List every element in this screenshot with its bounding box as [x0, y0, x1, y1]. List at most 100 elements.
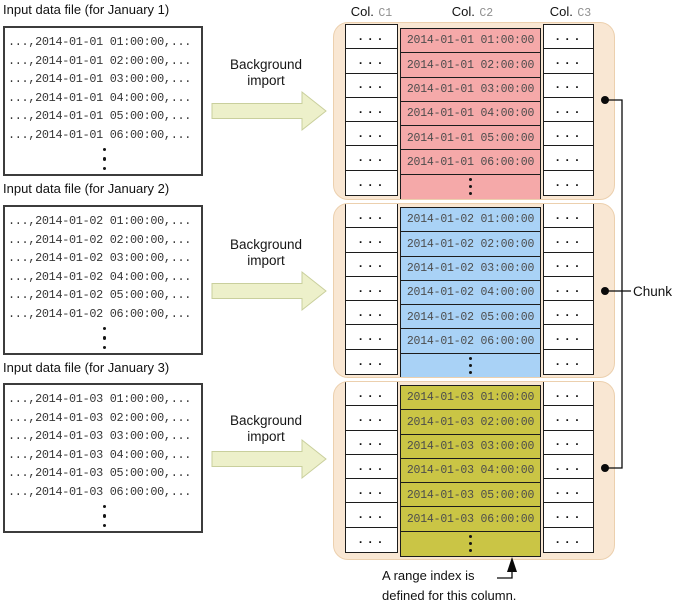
input-file-title-3: Input data file (for January 3): [3, 360, 170, 375]
chunk-january-1: ... 2014-01-01 01:00:00 ... ... 2014-01-…: [333, 22, 615, 200]
table-cell-c1: ...: [345, 453, 398, 480]
table-cell-c3: ...: [543, 429, 594, 456]
input-file-box-2: ...,2014-01-02 01:00:00,... ...,2014-01-…: [3, 205, 203, 355]
table-row-ellipsis: ... ...: [345, 348, 614, 377]
table-row: ... 2014-01-03 04:00:00 ...: [345, 453, 614, 484]
timestamp-value: 2014-01-03 03:00:00: [406, 439, 535, 453]
file-line: ...,2014-01-01 02:00:00,...: [8, 53, 192, 68]
file-line: ...,2014-01-03 05:00:00,...: [8, 466, 192, 481]
table-cell-c1: ...: [345, 169, 398, 196]
column-header-label: Col.: [350, 4, 374, 19]
table-cell-c2: 2014-01-01 03:00:00: [400, 76, 541, 103]
table-cell-c2: 2014-01-03 02:00:00: [400, 409, 541, 436]
timestamp-value: 2014-01-01 01:00:00: [406, 34, 535, 48]
file-line: ...,2014-01-03 04:00:00,...: [8, 447, 192, 462]
table-cell-c3: ...: [543, 72, 594, 99]
table-cell-c1: ...: [345, 478, 398, 504]
timestamp-value: 2014-01-03 04:00:00: [406, 464, 535, 478]
vertical-ellipsis-icon: [469, 178, 472, 196]
timestamp-value: 2014-01-01 03:00:00: [406, 82, 535, 96]
table-cell-c3: ...: [543, 478, 594, 504]
table-row-ellipsis: ... ...: [345, 526, 614, 557]
label-line: Background: [229, 57, 303, 72]
timestamp-value: 2014-01-03 05:00:00: [406, 488, 535, 502]
input-file-title-2: Input data file (for January 2): [3, 181, 170, 196]
table-cell-c2: 2014-01-01 02:00:00: [400, 52, 541, 79]
column-header-c3: Col. C3: [545, 3, 596, 20]
vertical-ellipsis-icon: [469, 357, 472, 375]
table-row: ... 2014-01-03 02:00:00 ...: [345, 405, 614, 436]
file-line: ...,2014-01-03 06:00:00,...: [8, 484, 192, 499]
timestamp-value: 2014-01-02 04:00:00: [406, 286, 535, 300]
vertical-ellipsis-icon: [8, 504, 201, 528]
file-line: ...,2014-01-02 04:00:00,...: [8, 269, 192, 284]
table-row: ... 2014-01-03 01:00:00 ...: [345, 382, 614, 411]
table-row: ... 2014-01-01 02:00:00 ...: [345, 48, 614, 79]
timestamp-value: 2014-01-02 02:00:00: [406, 237, 535, 251]
timestamp-value: 2014-01-02 05:00:00: [406, 310, 535, 324]
table-cell-c2: 2014-01-02 02:00:00: [400, 231, 541, 258]
input-file-box-1: ...,2014-01-01 01:00:00,... ...,2014-01-…: [3, 26, 203, 176]
table-row: ... 2014-01-01 01:00:00 ...: [345, 24, 614, 54]
label-line: import: [247, 252, 285, 268]
table-cell-c2: 2014-01-01 04:00:00: [400, 100, 541, 127]
table-cell-c1: ...: [345, 300, 398, 326]
table-cell-c2: 2014-01-03 03:00:00: [400, 433, 541, 460]
annotation-line: A range index is: [382, 568, 475, 583]
import-arrow-icon-1: [211, 90, 327, 132]
table-cell-c1: ...: [345, 121, 398, 147]
table-cell-c3: ...: [543, 324, 594, 351]
label-line: Background: [229, 237, 303, 252]
table-cell-c2: [400, 530, 541, 557]
table-cell-c3: ...: [543, 405, 594, 432]
table-cell-c1: ...: [345, 526, 398, 553]
table-row: ... 2014-01-03 05:00:00 ...: [345, 478, 614, 508]
table-cell-c3: ...: [543, 48, 594, 75]
timestamp-value: 2014-01-03 06:00:00: [406, 512, 535, 526]
timestamp-value: 2014-01-01 04:00:00: [406, 107, 535, 121]
table-cell-c1: ...: [345, 251, 398, 278]
file-line: ...,2014-01-02 01:00:00,...: [8, 214, 192, 228]
file-line: ...,2014-01-01 04:00:00,...: [8, 90, 192, 105]
table-row-ellipsis: ... ...: [345, 169, 614, 199]
file-line: ...,2014-01-02 06:00:00,...: [8, 306, 192, 321]
label-line: import: [247, 72, 285, 88]
file-line: ...,2014-01-01 06:00:00,...: [8, 127, 192, 142]
file-line: ...,2014-01-01 05:00:00,...: [8, 109, 192, 124]
background-import-label-1: Background import: [208, 57, 324, 88]
table-cell-c2: [400, 173, 541, 199]
table-cell-c2: 2014-01-01 05:00:00: [400, 125, 541, 151]
file-line: ...,2014-01-03 02:00:00,...: [8, 410, 192, 425]
table-cell-c3: ...: [543, 300, 594, 326]
table-row: ... 2014-01-01 05:00:00 ...: [345, 121, 614, 151]
column-header-label: Col.: [451, 4, 475, 19]
table-cell-c1: ...: [345, 429, 398, 456]
vertical-ellipsis-icon: [469, 535, 472, 553]
timestamp-value: 2014-01-01 02:00:00: [406, 58, 535, 72]
table-cell-c2: 2014-01-02 04:00:00: [400, 279, 541, 306]
timestamp-value: 2014-01-02 01:00:00: [406, 213, 535, 227]
table-row: ... 2014-01-03 03:00:00 ...: [345, 429, 614, 460]
label-line: import: [247, 428, 285, 444]
timestamp-value: 2014-01-03 01:00:00: [406, 391, 535, 405]
range-index-annotation: A range index is defined for this column…: [382, 566, 516, 605]
input-file-box-3: ...,2014-01-03 01:00:00,... ...,2014-01-…: [3, 383, 203, 533]
table-cell-c1: ...: [345, 348, 398, 375]
table-cell-c2: 2014-01-01 01:00:00: [400, 28, 541, 54]
table-cell-c1: ...: [345, 405, 398, 432]
column-header-c2: Col. C2: [402, 3, 543, 20]
background-import-label-2: Background import: [208, 237, 324, 268]
file-line: ...,2014-01-02 05:00:00,...: [8, 288, 192, 303]
table-cell-c1: ...: [345, 24, 398, 50]
table-cell-c1: ...: [345, 145, 398, 172]
table-cell-c3: ...: [543, 121, 594, 147]
file-line: ...,2014-01-02 02:00:00,...: [8, 232, 192, 247]
table-cell-c1: ...: [345, 324, 398, 351]
table-cell-c2: 2014-01-03 05:00:00: [400, 482, 541, 508]
table-row: ... 2014-01-02 02:00:00 ...: [345, 227, 614, 258]
label-line: Background: [229, 413, 303, 428]
chunk-january-2: ... 2014-01-02 01:00:00 ... ... 2014-01-…: [333, 203, 615, 378]
table-cell-c1: ...: [345, 275, 398, 302]
vertical-ellipsis-icon: [8, 326, 201, 350]
file-line: ...,2014-01-03 01:00:00,...: [8, 392, 192, 406]
